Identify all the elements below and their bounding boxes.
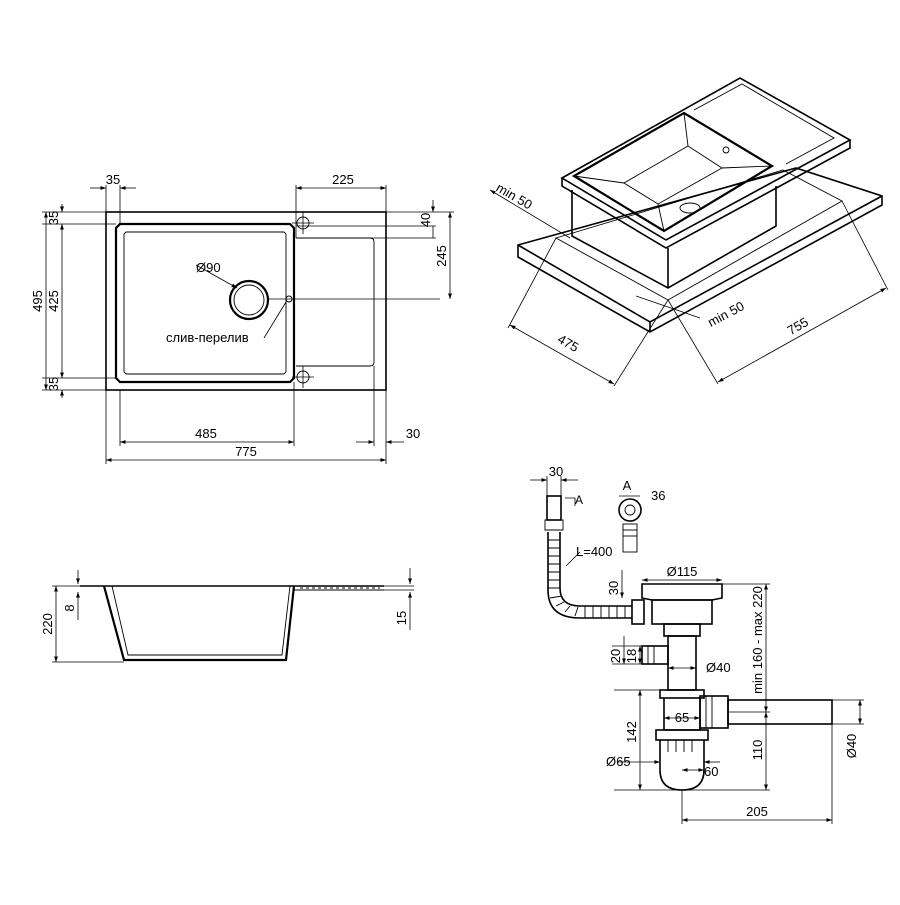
label-a: A [623, 478, 632, 493]
dim-min50-b: min 50 [705, 298, 747, 330]
hose-length: L=400 [576, 544, 613, 559]
drain-hole-icon [228, 279, 270, 321]
dim-30-side: 30 [606, 581, 621, 595]
dim-8: 8 [62, 604, 77, 611]
countertop-slab [517, 167, 883, 333]
outlet-nut [699, 695, 729, 729]
vertical-pipe [667, 635, 697, 691]
iso-drain-icon [679, 202, 701, 214]
strainer-top [641, 583, 723, 601]
dim-60: 60 [704, 764, 718, 779]
dim-485: 485 [195, 426, 217, 441]
dim-475: 475 [555, 331, 581, 355]
dim-775: 775 [235, 444, 257, 459]
trap-nut [659, 689, 705, 699]
dim-755: 755 [785, 314, 811, 338]
dim-65: 65 [675, 710, 689, 725]
dim-range: min 160 - max 220 [750, 586, 765, 694]
overflow-nut [631, 599, 645, 625]
dim-245: 245 [434, 245, 449, 267]
dim-dia65: Ø65 [606, 754, 631, 769]
countertop-cutout [554, 169, 843, 301]
corrugated-hose [547, 532, 632, 619]
dim-35-left-bottom: 35 [46, 377, 61, 391]
dim-30: 30 [406, 426, 420, 441]
strainer-body [651, 599, 713, 625]
iso-tap-hole-icon [722, 146, 730, 154]
drain-inner-ring [233, 284, 265, 316]
dim-40: 40 [418, 213, 433, 227]
dim-35-top: 35 [106, 172, 120, 187]
iso-bowl-opening [571, 111, 775, 233]
label-a-small: A [575, 493, 583, 507]
dim-dia90: Ø90 [196, 260, 221, 275]
trap-bowl [659, 740, 705, 791]
dim-142: 142 [624, 721, 639, 743]
overflow-connector [546, 495, 562, 521]
section-bowl-outline [102, 585, 296, 662]
trap-collar [655, 729, 709, 741]
siphon-assembly-view: 30 A L=400 A 36 Ø115 30 [530, 464, 864, 824]
dim-30-top: 30 [549, 464, 563, 479]
dim-min50-a: min 50 [494, 180, 535, 213]
dim-495: 495 [30, 290, 45, 312]
dim-205: 205 [746, 804, 768, 819]
dim-36: 36 [651, 488, 665, 503]
dim-dia115: Ø115 [667, 564, 698, 579]
dim-15: 15 [394, 611, 409, 625]
drainer-board [296, 237, 375, 367]
nut-upper [663, 623, 701, 637]
sink-outline-top [105, 211, 387, 391]
dim-dia40-outlet: Ø40 [844, 734, 859, 759]
sink-top-view: 35 225 35 495 425 35 40 245 Ø90 слив-пер… [30, 172, 454, 464]
iso-bowl-bottom [623, 145, 723, 205]
dim-225: 225 [332, 172, 354, 187]
sink-isometric-view: min 50 min 50 475 755 [489, 77, 889, 387]
dim-425: 425 [46, 290, 61, 312]
dim-110: 110 [750, 740, 765, 761]
bowl-inner-edge [123, 231, 287, 375]
detail-a-ring-icon [618, 498, 642, 522]
iso-drainer [693, 83, 835, 165]
side-inlet [641, 645, 669, 665]
sink-section-view: 220 8 15 [40, 568, 414, 663]
dim-35-left-top: 35 [46, 211, 61, 225]
dim-20: 20 [608, 649, 623, 663]
dim-dia40-mid: Ø40 [706, 660, 731, 675]
detail-a-stem [622, 523, 638, 553]
dim-18: 18 [624, 649, 639, 663]
overflow-label: слив-перелив [166, 330, 249, 345]
bowl-outer-edge [114, 222, 296, 384]
dim-220: 220 [40, 613, 55, 635]
